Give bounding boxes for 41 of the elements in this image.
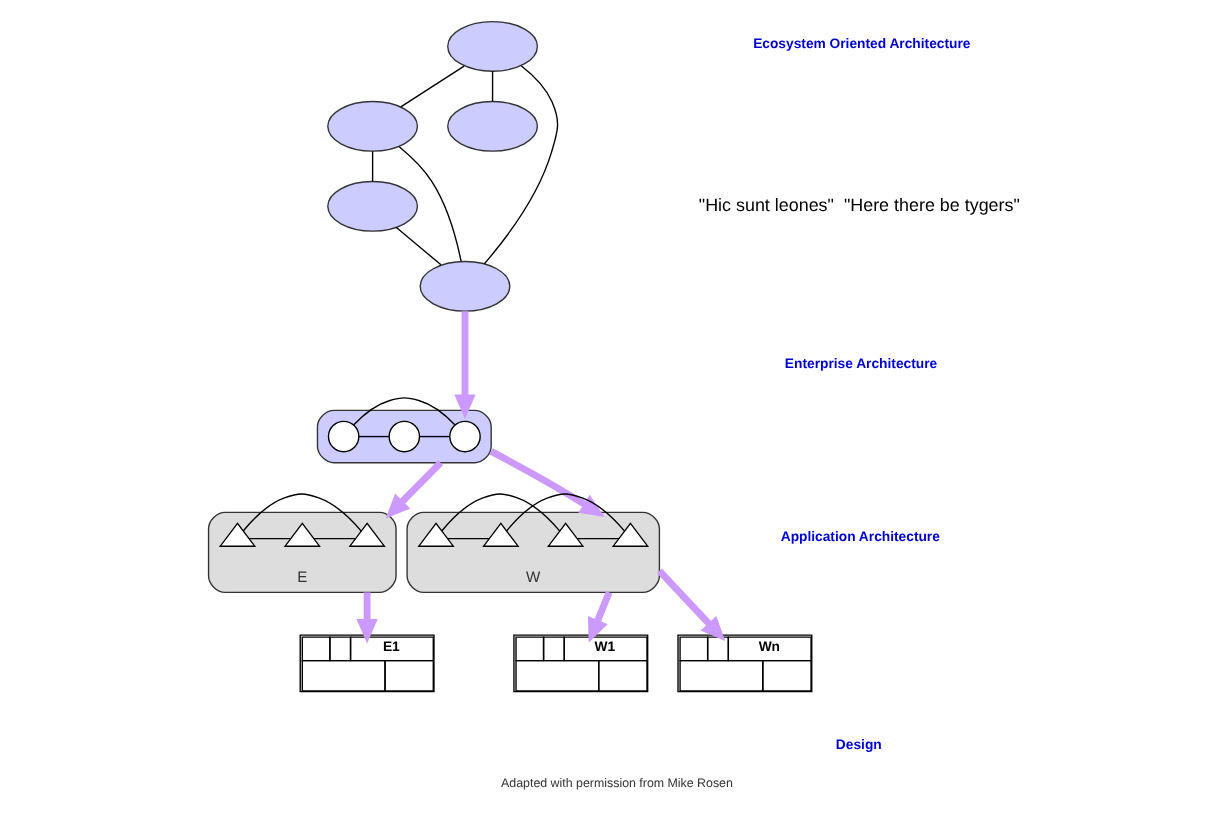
- cluster: W: [405, 511, 660, 594]
- connector: [490, 70, 493, 103]
- label: "Hic sunt leones" "Here there be tygers": [697, 195, 1019, 216]
- connector: [505, 493, 625, 532]
- arrow: [586, 591, 612, 643]
- connector: [446, 537, 489, 540]
- connector: [370, 150, 373, 183]
- node-circle: [326, 420, 359, 453]
- cluster: [315, 409, 491, 464]
- node-circle: [387, 420, 420, 453]
- node-triangle: [610, 522, 649, 547]
- node-triangle: [481, 522, 519, 547]
- node-triangle: [416, 522, 454, 547]
- arrow: [488, 448, 604, 518]
- connector: [575, 537, 619, 540]
- cluster: E: [206, 511, 396, 594]
- node-triangle: [282, 522, 320, 547]
- node-cloud: [446, 100, 538, 152]
- arrow: [384, 460, 442, 519]
- arrow: [655, 568, 725, 642]
- arrow: [453, 311, 475, 419]
- node-circle: [448, 420, 480, 453]
- node-triangle: [347, 522, 385, 547]
- connector: [357, 435, 389, 438]
- connector: [440, 493, 560, 532]
- connector: [352, 397, 455, 426]
- connector: [312, 537, 356, 540]
- connector: [247, 537, 291, 540]
- connector: [482, 65, 558, 265]
- node-cloud: [446, 20, 538, 72]
- node-cloud: [326, 100, 418, 152]
- connector: [399, 65, 464, 108]
- connector: [397, 146, 461, 262]
- connector: [394, 226, 441, 266]
- node-triangle: [217, 522, 256, 547]
- arrow: [355, 592, 377, 644]
- node-triangle: [546, 522, 584, 547]
- node-cloud: [418, 260, 510, 312]
- connector: [417, 435, 450, 438]
- node-cloud: [326, 180, 418, 232]
- connector: [241, 493, 361, 532]
